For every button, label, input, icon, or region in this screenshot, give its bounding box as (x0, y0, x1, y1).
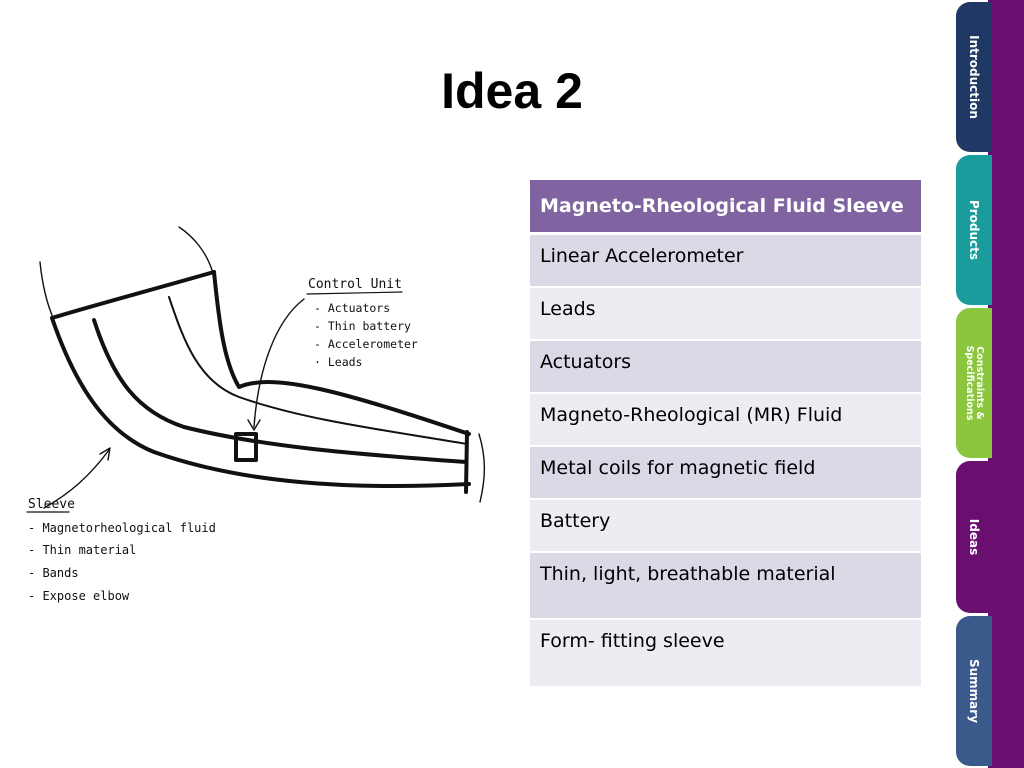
table-header-row: Magneto-Rheological Fluid Sleeve (530, 180, 921, 235)
tab-products[interactable]: Products (956, 155, 992, 305)
table-cell: Leads (530, 286, 921, 340)
tab-label: Constraints &Specifications (964, 345, 985, 421)
tab-label: Introduction (967, 35, 981, 119)
table-cell: Linear Accelerometer (530, 232, 921, 287)
tab-label: Ideas (967, 518, 981, 556)
tab-ideas[interactable]: Ideas (956, 461, 992, 613)
tab-introduction[interactable]: Introduction (956, 2, 992, 152)
sleeve-item: - Thin material (28, 543, 136, 557)
table-row: Thin, light, breathable material (530, 551, 921, 619)
sleeve-item: - Magnetorheological fluid (28, 521, 216, 535)
table-cell: Metal coils for magnetic field (530, 445, 921, 499)
tab-label: Summary (967, 658, 981, 724)
sleeve-item: - Bands (28, 566, 79, 580)
table-row: Form- fitting sleeve (530, 618, 921, 686)
tab-constraints-specifications[interactable]: Constraints &Specifications (956, 308, 992, 458)
table-row: Actuators (530, 339, 921, 393)
spec-table: Magneto-Rheological Fluid Sleeve Linear … (530, 180, 921, 686)
table-row: Battery (530, 498, 921, 552)
table-row: Leads (530, 286, 921, 340)
slide-title: Idea 2 (441, 63, 583, 119)
table-row: Metal coils for magnetic field (530, 445, 921, 499)
tab-summary[interactable]: Summary (956, 616, 992, 766)
table-row: Linear Accelerometer (530, 232, 921, 287)
tab-label: Products (967, 199, 981, 261)
sleeve-sketch: Control Unit - Actuators - Thin battery … (26, 226, 486, 603)
sleeve-label: Sleeve (28, 497, 75, 512)
table-cell: Battery (530, 498, 921, 552)
control-item: - Actuators (314, 301, 390, 315)
sleeve-item: - Expose elbow (28, 589, 130, 603)
table-cell: Actuators (530, 339, 921, 393)
nav-rail (988, 0, 1024, 768)
table-cell: Magneto-Rheological (MR) Fluid (530, 392, 921, 446)
control-item: - Thin battery (314, 319, 411, 333)
control-unit-label: Control Unit (308, 277, 402, 292)
table-row: Magneto-Rheological (MR) Fluid (530, 392, 921, 446)
table-cell: Thin, light, breathable material (530, 551, 921, 619)
control-item: · Leads (314, 355, 362, 369)
table-cell: Form- fitting sleeve (530, 618, 921, 686)
control-item: - Accelerometer (314, 337, 418, 351)
table-header: Magneto-Rheological Fluid Sleeve (530, 180, 921, 235)
